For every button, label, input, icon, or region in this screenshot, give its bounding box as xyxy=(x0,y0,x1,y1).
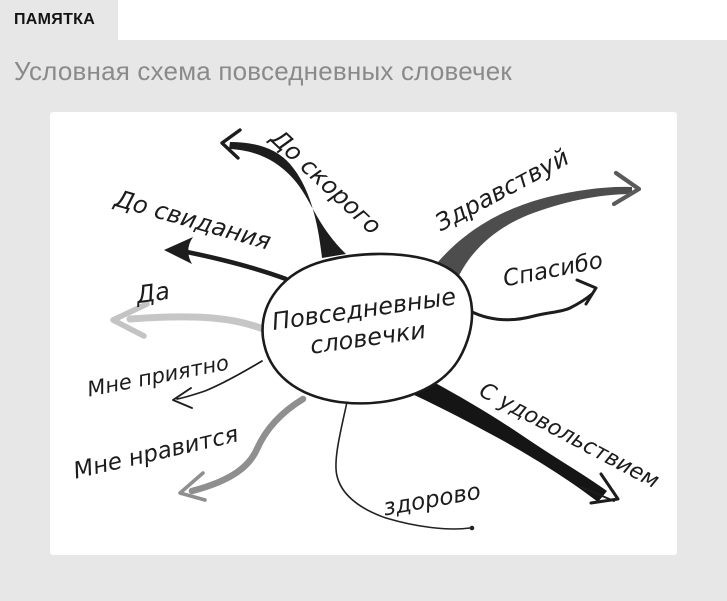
branch-s-udovolstviem xyxy=(390,362,607,502)
diagram-canvas: Повседневные словечки До скорого До свид… xyxy=(50,112,677,555)
label-da: Да xyxy=(134,276,172,310)
arrowhead-s-udovolstviem-slash xyxy=(580,486,615,502)
memo-tab-label: ПАМЯТКА xyxy=(14,11,96,28)
arrowhead-do-svidaniya-icon xyxy=(164,237,193,264)
center-oval xyxy=(261,252,474,405)
arrowhead-da-icon xyxy=(110,301,150,339)
page-title: Условная схема повседневных словечек xyxy=(14,56,513,86)
memo-tab: ПАМЯТКА xyxy=(0,0,118,40)
branch-zdravstvuy xyxy=(438,186,632,282)
mindmap-drawing xyxy=(110,128,642,531)
branch-mne-priyatno xyxy=(176,360,263,400)
arrowhead-spasibo-icon xyxy=(575,278,598,306)
branch-zdorovo xyxy=(335,401,471,530)
branch-da xyxy=(126,313,267,333)
branch-spasibo xyxy=(468,292,594,322)
arrowhead-s-udovolstviem-icon xyxy=(589,472,620,505)
arrowhead-do-skorogo-icon xyxy=(220,128,242,160)
branch-mne-nravitsya xyxy=(188,395,307,495)
arrowhead-mne-priyatno-icon xyxy=(172,387,193,409)
arrowhead-zdorovo-dot-icon xyxy=(469,525,475,531)
arrowhead-mne-nravitsya-icon xyxy=(178,471,207,502)
memo-panel: Условная схема повседневных словечек xyxy=(0,40,727,601)
branch-do-svidaniya xyxy=(179,248,289,282)
arrowhead-zdravstvuy-icon xyxy=(611,170,642,207)
branch-do-skorogo xyxy=(229,142,346,258)
